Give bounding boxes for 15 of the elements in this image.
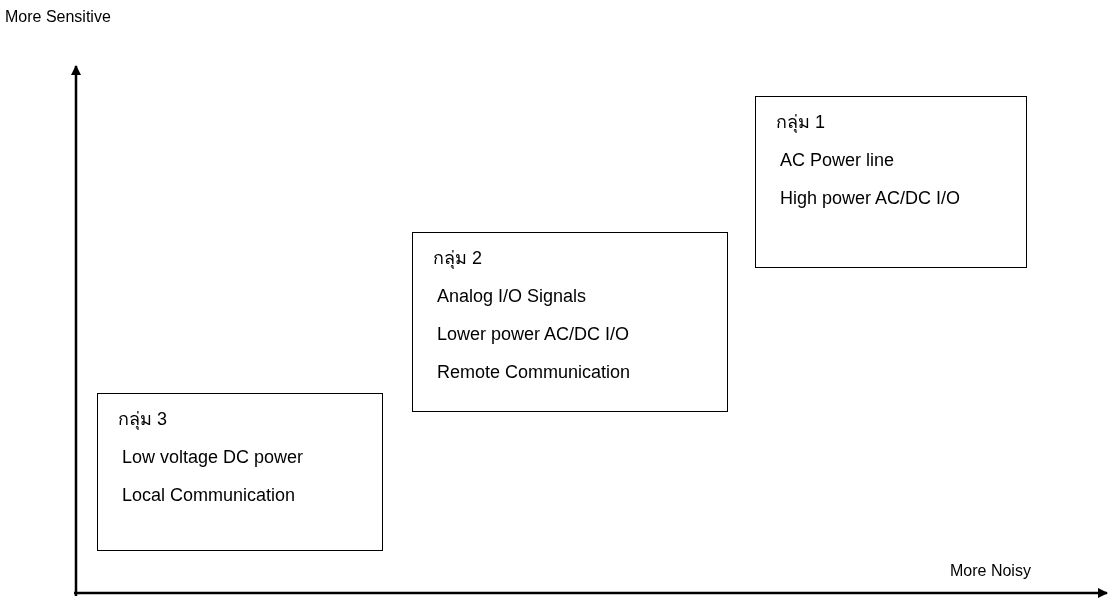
group-box (755, 96, 1027, 268)
group-heading: กลุ่ม 3 (118, 408, 167, 430)
axis-label: More Sensitive (5, 8, 111, 26)
group-item: High power AC/DC I/O (780, 187, 961, 209)
group-item: AC Power line (780, 149, 895, 171)
axis-label: More Noisy (950, 562, 1031, 580)
group-item: Analog I/O Signals (437, 285, 587, 307)
group-heading: กลุ่ม 1 (776, 111, 825, 133)
group-item: Local Communication (122, 484, 296, 506)
group-item: Lower power AC/DC I/O (437, 323, 630, 345)
group-box (412, 232, 728, 412)
group-box (97, 393, 383, 551)
group-item: Low voltage DC power (122, 446, 304, 468)
group-heading: กลุ่ม 2 (433, 247, 482, 269)
group-item: Remote Communication (437, 361, 631, 383)
